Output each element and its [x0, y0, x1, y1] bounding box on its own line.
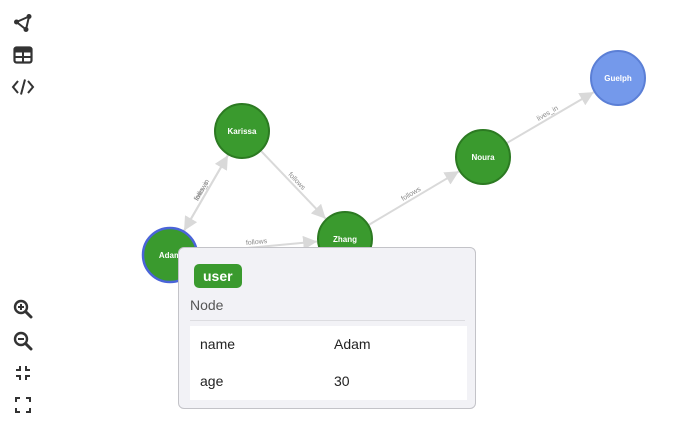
node-circle[interactable]: [214, 103, 270, 159]
table-icon: [13, 46, 33, 64]
property-row: name Adam: [190, 326, 467, 363]
node-circle[interactable]: [455, 129, 511, 185]
fit-screen-button[interactable]: [11, 362, 35, 384]
zoom-out-button[interactable]: [11, 330, 35, 352]
edge-zhang-noura[interactable]: [367, 170, 460, 227]
node-circle[interactable]: [590, 50, 646, 106]
fullscreen-icon: [15, 397, 31, 413]
code-view-button[interactable]: [11, 76, 35, 98]
node-noura[interactable]: Noura: [455, 129, 511, 185]
node-label: Karissa: [228, 127, 257, 136]
graph-view-button[interactable]: [11, 12, 35, 34]
edge-karissa-adam[interactable]: [183, 153, 230, 232]
edge-noura-guelph[interactable]: [505, 91, 595, 145]
edge-label: follows: [246, 238, 268, 247]
edge-karissa-zhang[interactable]: [259, 149, 327, 220]
node-label: Adam: [159, 251, 181, 260]
node-label-badge: user: [194, 264, 242, 288]
table-view-button[interactable]: [11, 44, 35, 66]
zoom-out-icon: [13, 331, 33, 351]
zoom-in-button[interactable]: [11, 298, 35, 320]
properties-table: name Adam age 30: [190, 326, 467, 400]
zoom-toolbar: [10, 298, 36, 416]
property-key: name: [200, 336, 236, 352]
node-guelph[interactable]: Guelph: [590, 50, 646, 106]
fit-icon: [16, 366, 30, 380]
node-label: Noura: [471, 153, 495, 162]
view-toolbar: [10, 12, 36, 98]
zoom-in-icon: [13, 299, 33, 319]
property-row: age 30: [190, 363, 467, 400]
graph-icon: [14, 14, 32, 32]
element-kind: Node: [190, 297, 224, 313]
property-value: 30: [334, 373, 350, 389]
code-icon: [11, 79, 35, 95]
node-label: Zhang: [333, 235, 357, 244]
divider: [190, 320, 465, 321]
node-label: Guelph: [604, 74, 632, 83]
node-tooltip: user Node name Adam age 30: [178, 247, 476, 409]
fullscreen-button[interactable]: [11, 394, 35, 416]
node-karissa[interactable]: Karissa: [214, 103, 270, 159]
property-key: age: [200, 373, 224, 389]
property-value: Adam: [334, 336, 371, 352]
